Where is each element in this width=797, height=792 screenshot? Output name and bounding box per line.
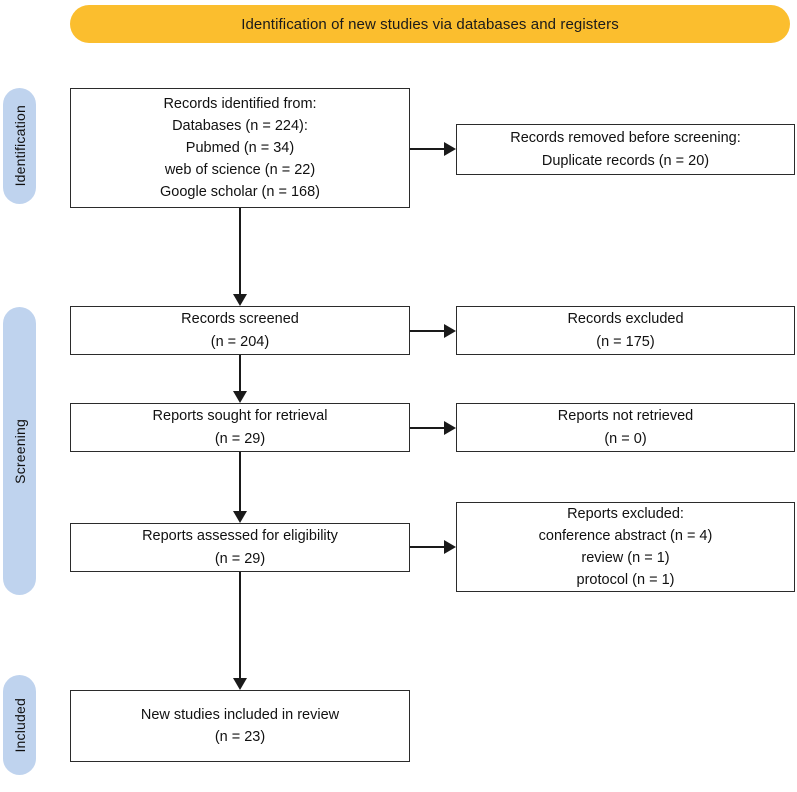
flow-box-line: (n = 29) bbox=[214, 430, 266, 447]
flow-box-reports-excluded: Reports excluded: conference abstract (n… bbox=[456, 502, 795, 592]
flow-box-line: (n = 29) bbox=[214, 550, 266, 567]
connector-screened-to-excluded bbox=[410, 330, 445, 332]
arrowhead-down-icon bbox=[233, 294, 247, 306]
connector-assessed-to-included bbox=[239, 572, 241, 678]
arrowhead-right-icon bbox=[444, 540, 456, 554]
flow-box-line: Records screened bbox=[181, 311, 299, 328]
flow-box-line: conference abstract (n = 4) bbox=[538, 527, 713, 544]
flow-box-line: Records identified from: bbox=[163, 95, 317, 112]
flow-box-line: protocol (n = 1) bbox=[576, 572, 675, 589]
flow-box-reports-assessed: Reports assessed for eligibility (n = 29… bbox=[70, 523, 410, 572]
flow-box-line: Duplicate records (n = 20) bbox=[541, 152, 710, 169]
flow-box-records-screened: Records screened (n = 204) bbox=[70, 306, 410, 355]
flow-box-line: Records excluded bbox=[567, 311, 684, 328]
flow-box-line: Reports excluded: bbox=[567, 505, 684, 522]
connector-identified-to-screened bbox=[239, 208, 241, 294]
diagram-banner-title: Identification of new studies via databa… bbox=[70, 5, 790, 43]
flow-box-line: New studies included in review bbox=[140, 706, 340, 723]
connector-sought-to-assessed bbox=[239, 452, 241, 511]
stage-label-included: Included bbox=[11, 697, 28, 753]
flow-box-line: Reports not retrieved bbox=[557, 408, 694, 425]
flow-box-new-studies-included: New studies included in review (n = 23) bbox=[70, 690, 410, 762]
arrowhead-right-icon bbox=[444, 421, 456, 435]
stage-pill-identification: Identification bbox=[3, 88, 36, 204]
flow-box-line: Pubmed (n = 34) bbox=[185, 139, 295, 156]
flow-box-line: review (n = 1) bbox=[581, 550, 670, 566]
flow-box-line: (n = 23) bbox=[214, 729, 266, 745]
stage-label-screening: Screening bbox=[11, 418, 28, 484]
flow-box-reports-sought: Reports sought for retrieval (n = 29) bbox=[70, 403, 410, 452]
connector-assessed-to-reportsexcluded bbox=[410, 546, 445, 548]
arrowhead-down-icon bbox=[233, 678, 247, 690]
flow-box-line: (n = 0) bbox=[604, 430, 647, 447]
arrowhead-right-icon bbox=[444, 324, 456, 338]
flow-box-line: web of science (n = 22) bbox=[164, 162, 316, 179]
flow-box-records-removed: Records removed before screening: Duplic… bbox=[456, 124, 795, 175]
stage-pill-included: Included bbox=[3, 675, 36, 775]
arrowhead-right-icon bbox=[444, 142, 456, 156]
flow-box-line: Reports assessed for eligibility bbox=[142, 528, 338, 545]
flow-box-line: Google scholar (n = 168) bbox=[160, 184, 320, 201]
flow-box-records-excluded: Records excluded (n = 175) bbox=[456, 306, 795, 355]
flow-box-line: (n = 204) bbox=[210, 333, 270, 350]
flow-box-reports-not-retrieved: Reports not retrieved (n = 0) bbox=[456, 403, 795, 452]
connector-sought-to-notretrieved bbox=[410, 427, 445, 429]
stage-label-identification: Identification bbox=[11, 105, 28, 187]
stage-pill-screening: Screening bbox=[3, 307, 36, 595]
arrowhead-down-icon bbox=[233, 391, 247, 403]
arrowhead-down-icon bbox=[233, 511, 247, 523]
flow-box-line: Records removed before screening: bbox=[510, 130, 741, 147]
flow-box-records-identified: Records identified from: Databases (n = … bbox=[70, 88, 410, 208]
flow-box-line: Databases (n = 224): bbox=[172, 117, 308, 134]
flow-box-line: (n = 175) bbox=[596, 333, 655, 350]
connector-identified-to-removed bbox=[410, 148, 445, 150]
connector-screened-to-sought bbox=[239, 355, 241, 391]
flow-box-line: Reports sought for retrieval bbox=[152, 408, 328, 425]
banner-label: Identification of new studies via databa… bbox=[241, 15, 619, 33]
